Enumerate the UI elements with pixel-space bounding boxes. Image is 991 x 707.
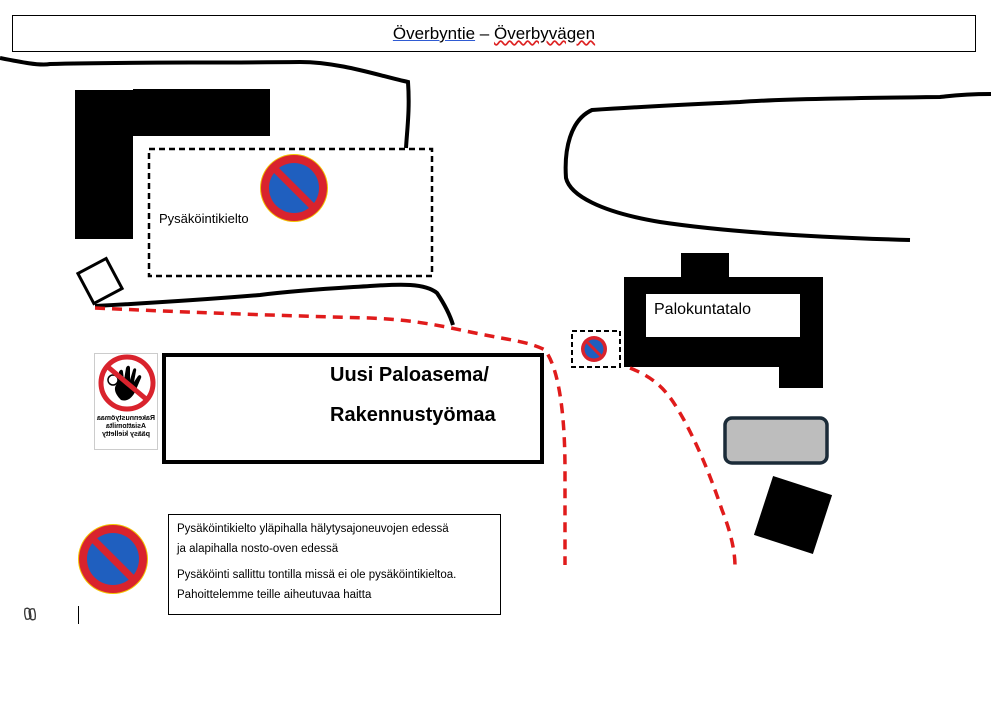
notice-line-4: Pahoittelemme teille aiheutuvaa haitta: [177, 589, 372, 601]
no-entry-hand-sign-icon: [98, 354, 156, 412]
fire-house-label: Palokuntatalo: [654, 301, 751, 318]
construction-site-subtitle: Rakennustyömaa: [330, 404, 496, 426]
building-left-horizontal: [133, 89, 270, 136]
title-part2: Överbyvägen: [493, 24, 596, 43]
no-parking-small-sign-icon: [581, 336, 607, 362]
no-entry-sign-card: [94, 353, 158, 450]
no-parking-zone-label: Pysäköintikielto: [159, 211, 249, 226]
title-part1: Överbyntie: [392, 24, 476, 43]
notice-box: Pysäköintikielto yläpihalla hälytysajone…: [168, 514, 501, 615]
vehicle: [723, 416, 829, 465]
no-entry-sign-text: Rakennustyömaa Asiattomilta pääsy kielle…: [97, 415, 155, 438]
page-title: Överbyntie – Överbyvägen: [12, 15, 976, 52]
copilot-icon[interactable]: [22, 606, 38, 622]
road-outline-left: [0, 56, 411, 149]
construction-site-title: Uusi Paloasema/: [330, 364, 489, 386]
fire-house-label-box: [646, 294, 800, 337]
notice-line-1: Pysäköintikielto yläpihalla hälytysajone…: [177, 523, 449, 535]
road-outline-lower: [94, 282, 455, 326]
construction-site: [162, 353, 544, 464]
notice-line-3: Pysäköinti sallittu tontilla missä ei ol…: [177, 569, 457, 581]
no-parking-legend-icon: [78, 524, 148, 594]
emergency-route: [94, 306, 567, 565]
notice-line-2: ja alapihalla nosto-oven edessä: [177, 543, 339, 555]
fire-house-top: [681, 253, 729, 277]
emergency-route-right: [629, 366, 737, 567]
building-left-vertical: [75, 90, 133, 239]
storage-block: [753, 475, 833, 555]
small-structure: [75, 256, 125, 306]
title-separator: –: [475, 24, 494, 43]
no-parking-sign-icon: [260, 154, 328, 222]
road-outline-right: [563, 92, 991, 242]
fire-house-annex: [779, 360, 823, 388]
text-cursor: [78, 606, 79, 624]
